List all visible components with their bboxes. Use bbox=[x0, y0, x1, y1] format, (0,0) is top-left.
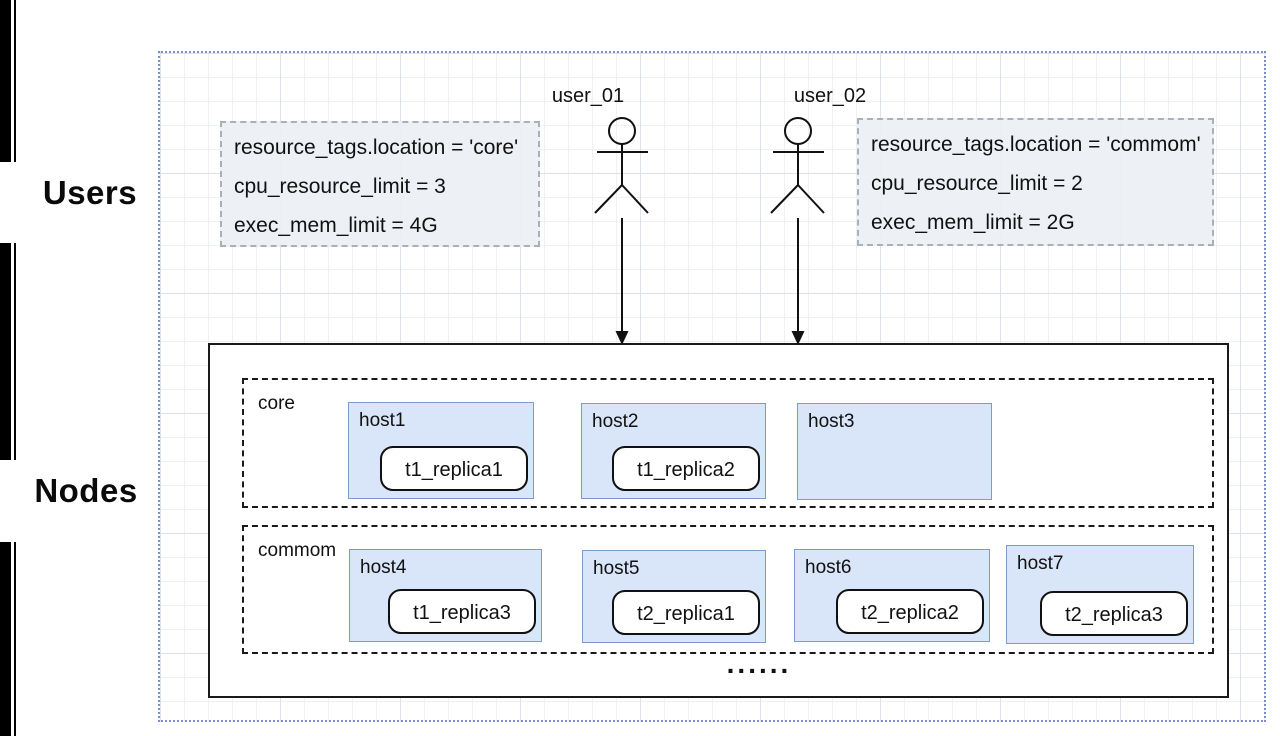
left-edge-bar-bottom bbox=[0, 542, 11, 736]
host1-box: host1 t1_replica1 bbox=[348, 402, 534, 499]
left-edge-bar-middle bbox=[0, 243, 11, 460]
host7-label: host7 bbox=[1017, 553, 1064, 574]
left-edge-line-bottom bbox=[14, 542, 16, 736]
nodes-section-label: Nodes bbox=[34, 472, 138, 509]
host2-box: host2 t1_replica2 bbox=[581, 403, 766, 499]
t1-replica3-box: t1_replica3 bbox=[388, 589, 536, 634]
left-edge-bar-top bbox=[0, 0, 11, 162]
t2-replica1-box: t2_replica1 bbox=[612, 590, 760, 635]
t2-replica2-box: t2_replica2 bbox=[836, 589, 984, 634]
user02-resource-params-box: resource_tags.location = 'commom' cpu_re… bbox=[857, 118, 1214, 246]
user01-param-mem-limit: exec_mem_limit = 4G bbox=[234, 214, 438, 237]
left-edge-line-top bbox=[14, 0, 16, 162]
host4-box: host4 t1_replica3 bbox=[349, 549, 542, 642]
commom-group-label: commom bbox=[258, 540, 337, 561]
host5-label: host5 bbox=[593, 558, 640, 579]
host3-label: host3 bbox=[808, 411, 855, 432]
host4-label: host4 bbox=[360, 557, 407, 578]
core-group-label: core bbox=[258, 393, 295, 414]
user01-param-cpu-limit: cpu_resource_limit = 3 bbox=[234, 175, 446, 198]
host6-label: host6 bbox=[805, 557, 852, 578]
host1-label: host1 bbox=[359, 410, 406, 431]
left-edge-line-middle bbox=[14, 243, 16, 460]
host7-box: host7 t2_replica3 bbox=[1006, 545, 1194, 644]
t1-replica2-box: t1_replica2 bbox=[612, 446, 760, 491]
user01-resource-params-box: resource_tags.location = 'core' cpu_reso… bbox=[220, 121, 540, 247]
host5-box: host5 t2_replica1 bbox=[582, 550, 766, 643]
host2-label: host2 bbox=[592, 411, 639, 432]
t2-replica3-box: t2_replica3 bbox=[1040, 591, 1188, 636]
core-node-group: core host1 t1_replica1 host2 t1_replica2… bbox=[242, 378, 1214, 508]
more-hosts-ellipsis: ...... bbox=[726, 648, 792, 679]
users-section-label: Users bbox=[42, 174, 138, 211]
host3-box: host3 bbox=[797, 403, 992, 500]
host6-box: host6 t2_replica2 bbox=[794, 549, 990, 642]
user01-param-location: resource_tags.location = 'core' bbox=[234, 136, 519, 159]
commom-node-group: commom host4 t1_replica3 host5 t2_replic… bbox=[242, 525, 1214, 654]
t1-replica1-box: t1_replica1 bbox=[380, 446, 528, 491]
user01-label: user_01 bbox=[551, 85, 625, 107]
user02-label: user_02 bbox=[793, 85, 867, 107]
user02-param-location: resource_tags.location = 'commom' bbox=[871, 133, 1201, 156]
user02-param-cpu-limit: cpu_resource_limit = 2 bbox=[871, 172, 1083, 195]
nodes-container-box: core host1 t1_replica1 host2 t1_replica2… bbox=[208, 343, 1229, 698]
user02-param-mem-limit: exec_mem_limit = 2G bbox=[871, 211, 1075, 234]
